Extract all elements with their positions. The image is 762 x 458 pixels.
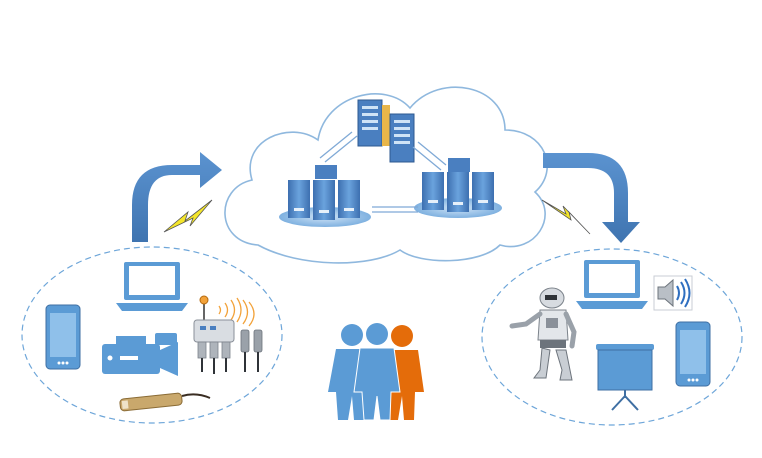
smartphone-icon [45, 304, 81, 370]
output-devices-group [481, 248, 743, 426]
download-arrow [543, 153, 640, 243]
server-cluster-icon [414, 158, 502, 218]
people-group-icon [328, 323, 424, 421]
lightning-icon [541, 199, 591, 235]
smartphone-icon [675, 321, 711, 387]
robot-icon [509, 287, 577, 381]
sensor-gateway-icon [193, 295, 263, 374]
server-rack-icon [357, 99, 415, 163]
projector-screen-icon [596, 344, 654, 411]
server-cluster-icon [279, 165, 371, 227]
speaker-icon [653, 275, 693, 311]
laptop-icon [576, 260, 648, 309]
cloud-links [319, 131, 447, 213]
probe-sensor-icon [119, 392, 211, 412]
laptop-icon [116, 262, 188, 311]
lightning-icon [163, 199, 213, 233]
video-camera-icon [102, 333, 178, 376]
sensing-devices-group [21, 246, 283, 424]
upload-arrow [132, 152, 222, 242]
